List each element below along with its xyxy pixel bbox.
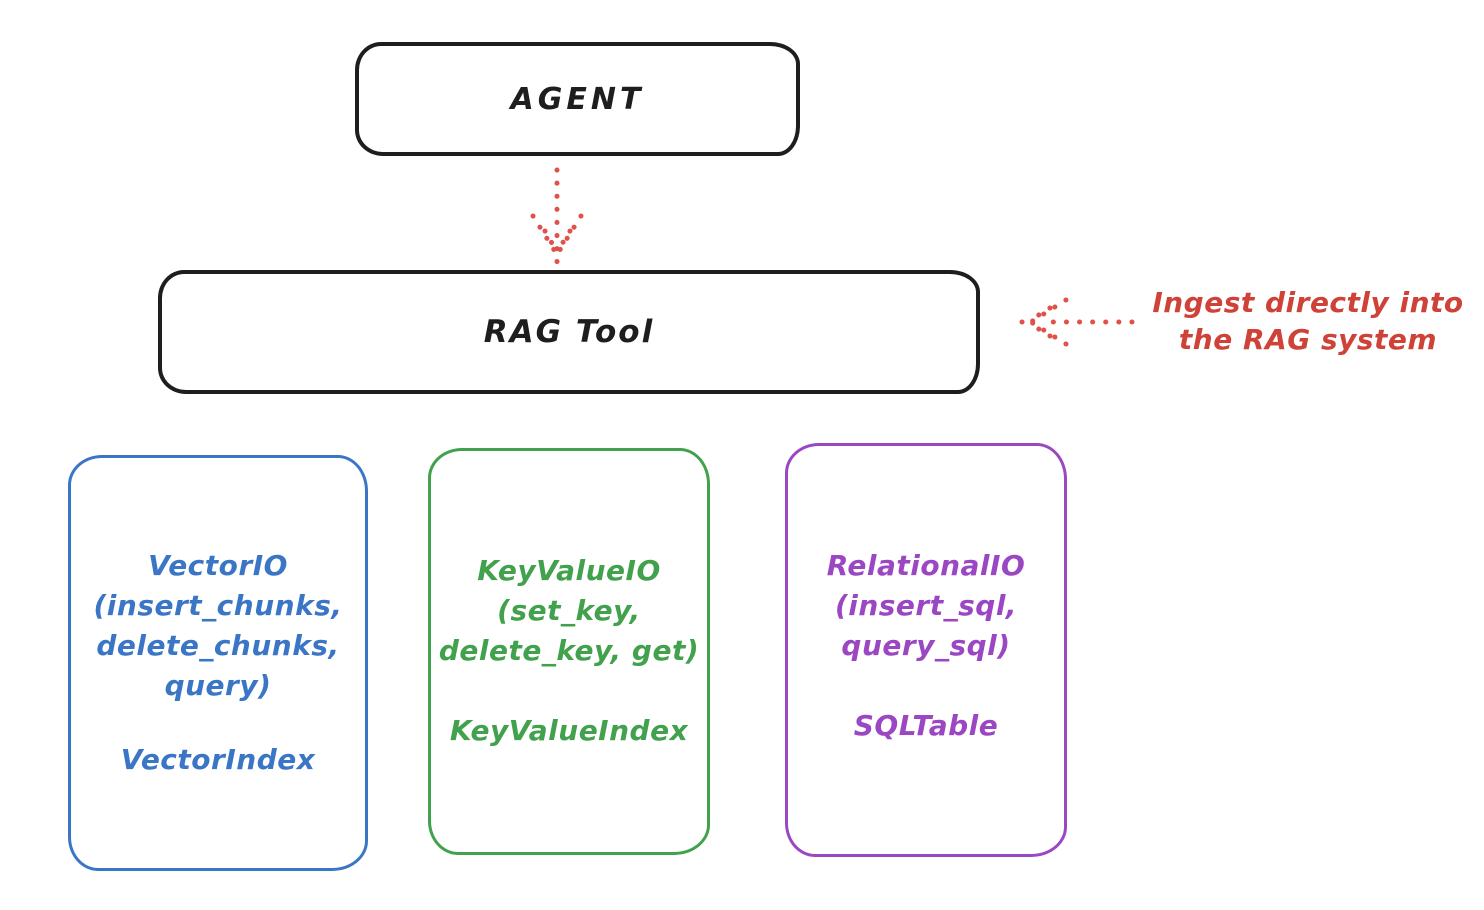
ingest-annotation: Ingest directly into the RAG system <box>1138 284 1478 358</box>
vector-io-node: VectorIO (insert_chunks, delete_chunks, … <box>68 455 368 871</box>
keyvalue-io-node: KeyValueIO (set_key, delete_key, get) Ke… <box>428 448 710 855</box>
relational-io-signature: RelationalIO (insert_sql, query_sql) <box>788 546 1064 666</box>
vector-index-label: VectorIndex <box>120 743 316 776</box>
agent-node: AGENT <box>355 42 800 156</box>
io-line: VectorIO <box>148 549 288 582</box>
agent-label: AGENT <box>510 81 645 117</box>
keyvalue-io-signature: KeyValueIO (set_key, delete_key, get) <box>431 551 707 671</box>
ingest-annotation-line1: Ingest directly into <box>1152 286 1464 319</box>
io-line: query_sql) <box>841 629 1011 662</box>
io-line: delete_key, get) <box>438 634 700 667</box>
relational-io-node: RelationalIO (insert_sql, query_sql) SQL… <box>785 443 1067 857</box>
io-line: delete_chunks, <box>96 629 340 662</box>
io-line: (set_key, <box>497 594 641 627</box>
vector-io-signature: VectorIO (insert_chunks, delete_chunks, … <box>71 546 365 706</box>
io-line: (insert_sql, <box>834 589 1018 622</box>
rag-tool-label: RAG Tool <box>483 314 655 350</box>
io-line: KeyValueIO <box>477 554 661 587</box>
io-line: query) <box>164 669 272 702</box>
rag-tool-node: RAG Tool <box>158 270 980 394</box>
keyvalue-index-label: KeyValueIndex <box>449 714 689 747</box>
agent-to-rag-arrow <box>530 167 584 265</box>
io-line: RelationalIO <box>826 549 1026 582</box>
ingest-into-rag-arrow <box>1019 297 1135 347</box>
io-line: (insert_chunks, <box>93 589 343 622</box>
ingest-annotation-line2: the RAG system <box>1178 323 1438 356</box>
sql-table-label: SQLTable <box>853 709 999 742</box>
